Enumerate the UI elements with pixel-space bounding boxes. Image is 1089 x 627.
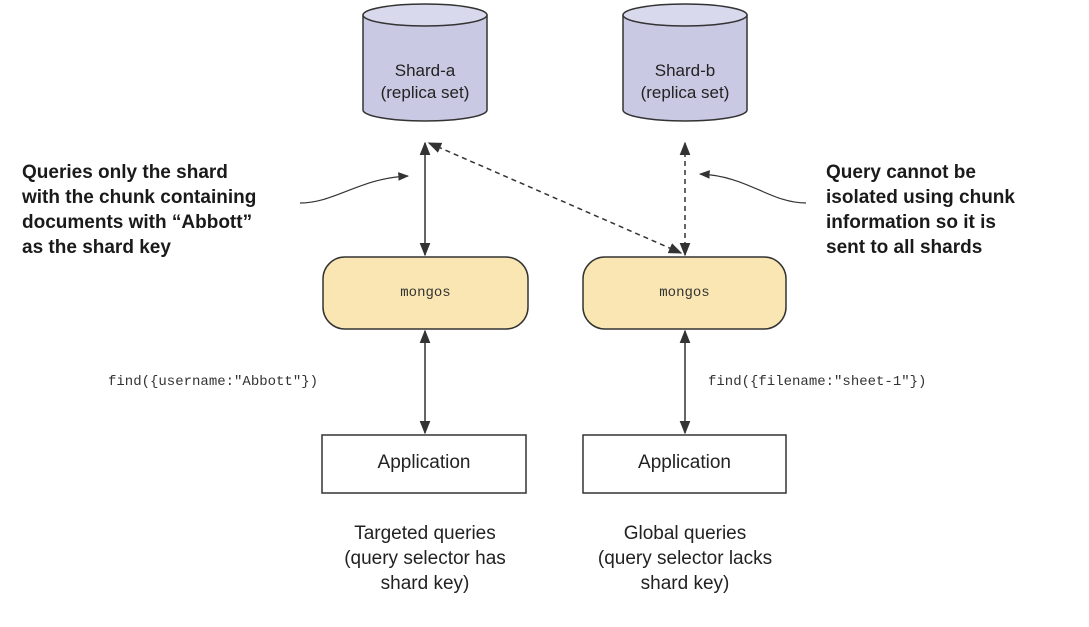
left-note-line: documents with “Abbott” <box>22 212 253 233</box>
right-note: Query cannot be isolated using chunk inf… <box>826 160 1076 260</box>
left-caption-line: (query selector has <box>344 548 506 569</box>
left-note-line: with the chunk containing <box>22 187 257 208</box>
left-caption: Targeted queries (query selector has sha… <box>300 521 550 596</box>
arrow-shard-a-mongos-right <box>427 142 683 254</box>
mongos-right-box <box>582 256 787 330</box>
shard-a-cylinder <box>362 3 488 122</box>
right-note-pointer <box>698 170 807 204</box>
application-left-label: Application <box>377 452 471 473</box>
query-right-code: find({filename:"sheet-1"}) <box>708 374 927 390</box>
right-note-line: Query cannot be <box>826 162 976 183</box>
left-note: Queries only the shard with the chunk co… <box>22 160 312 260</box>
right-note-line: information so it is <box>826 212 996 233</box>
shard-b-name: Shard-b <box>654 61 716 80</box>
left-note-line: Queries only the shard <box>22 162 228 183</box>
right-note-line: isolated using chunk <box>826 187 1015 208</box>
shard-b-type: (replica set) <box>640 83 730 102</box>
query-left-code: find({username:"Abbott"}) <box>108 374 319 390</box>
right-caption: Global queries (query selector lacks sha… <box>560 521 810 596</box>
right-caption-line: (query selector lacks <box>597 548 773 569</box>
right-note-line: sent to all shards <box>826 237 983 258</box>
shard-a-name: Shard-a <box>394 61 456 80</box>
shard-b-label: Shard-b (replica set) <box>623 60 747 104</box>
shard-a-type: (replica set) <box>380 83 470 102</box>
shard-b-cylinder <box>622 3 748 122</box>
right-caption-line: shard key) <box>640 573 730 594</box>
left-caption-line: Targeted queries <box>354 523 496 544</box>
application-left-box <box>321 434 527 494</box>
mongos-right-label: mongos <box>659 285 710 301</box>
shard-a-label: Shard-a (replica set) <box>363 60 487 104</box>
application-right-label: Application <box>638 452 731 473</box>
application-right-box <box>582 434 787 494</box>
left-note-line: as the shard key <box>22 237 171 258</box>
mongos-left-box <box>322 256 529 330</box>
left-note-pointer <box>299 172 410 204</box>
mongos-left-label: mongos <box>400 285 451 301</box>
left-caption-line: shard key) <box>380 573 470 594</box>
right-caption-line: Global queries <box>623 523 747 544</box>
